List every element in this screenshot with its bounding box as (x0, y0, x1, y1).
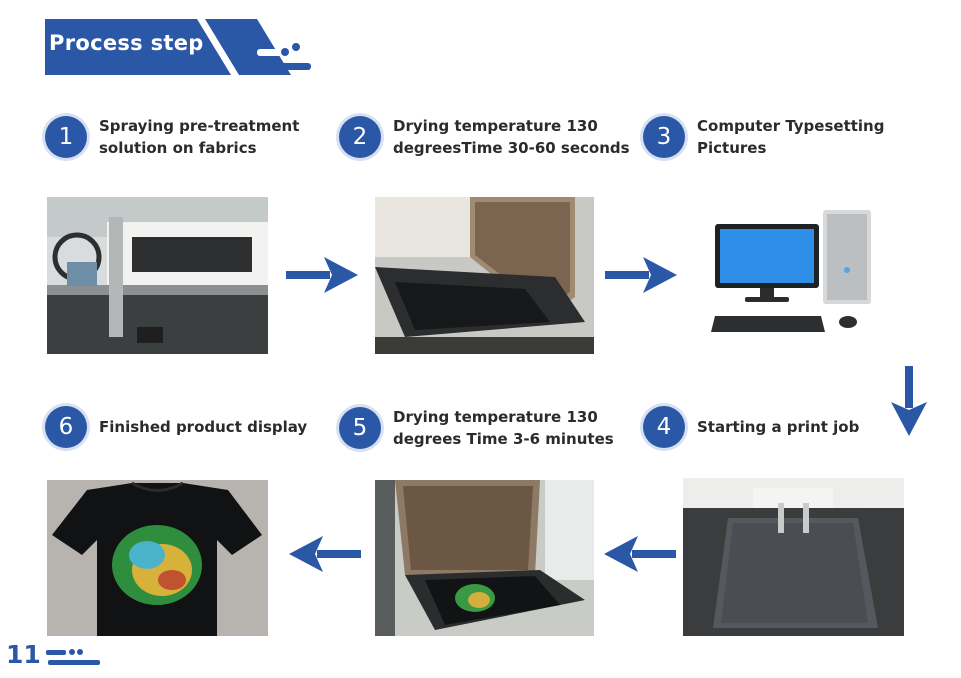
step-3: 3 Computer Typesetting Pictures (643, 115, 884, 159)
step-label: Starting a print job (697, 418, 860, 436)
arrow-right-icon (286, 257, 358, 293)
photo-drying-press (375, 197, 594, 354)
page-number-decoration (46, 649, 100, 665)
step-1: 1 Spraying pre-treatment solution on fab… (45, 115, 299, 159)
step-label: Finished product display (99, 418, 308, 436)
page-title: Process step (49, 31, 204, 55)
section-header: Process step (45, 19, 311, 75)
arrow-left-icon (604, 536, 676, 572)
photo-finished-tshirt (47, 480, 268, 636)
step-6: 6 Finished product display (45, 406, 307, 448)
page-number: 11 (6, 640, 41, 669)
photo-computer (705, 204, 875, 340)
step-number-badge: 4 (643, 406, 685, 448)
step-2: 2 Drying temperature 130 degreesTime 30-… (339, 115, 630, 159)
arrow-left-icon (289, 536, 361, 572)
photo-pretreatment-sprayer (47, 197, 268, 354)
arrow-right-icon (605, 257, 677, 293)
step-number-badge: 5 (339, 407, 381, 449)
step-label: Computer Typesetting Pictures (697, 117, 885, 157)
step-number-badge: 6 (45, 406, 87, 448)
step-label: Spraying pre-treatment solution on fabri… (99, 117, 300, 157)
step-number-badge: 3 (643, 116, 685, 158)
step-5: 5 Drying temperature 130 degrees Time 3-… (339, 406, 614, 450)
header-banner-shape (45, 19, 311, 75)
arrow-down-icon (891, 366, 927, 436)
step-number-badge: 2 (339, 116, 381, 158)
photo-print-job (683, 478, 904, 636)
photo-drying-printed-shirt (375, 480, 594, 636)
step-number-badge: 1 (45, 116, 87, 158)
step-label: Drying temperature 130 degreesTime 30-60… (393, 117, 630, 157)
step-label: Drying temperature 130 degrees Time 3-6 … (393, 408, 614, 448)
step-4: 4 Starting a print job (643, 406, 859, 448)
